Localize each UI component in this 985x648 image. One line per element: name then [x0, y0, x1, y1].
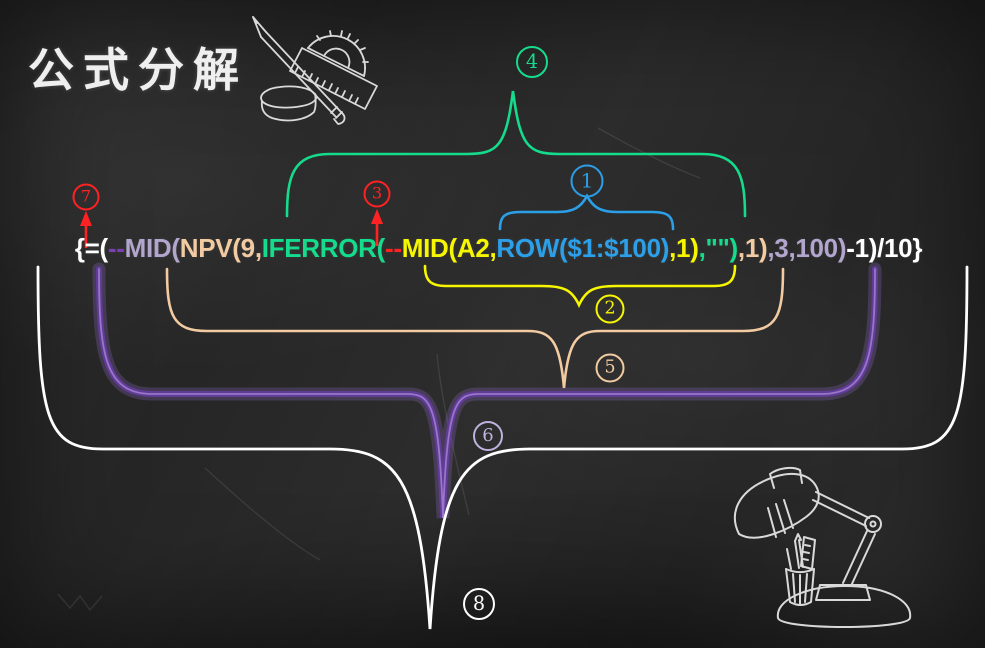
- formula-seg-inner-double-negation: --: [385, 233, 402, 263]
- formula-seg-iferror-close: ,""): [698, 233, 739, 263]
- page-title: 公式分解: [28, 43, 248, 97]
- lamp-cap-icon: [769, 466, 803, 489]
- formula-seg-outer-mid-close: ,3,100): [767, 233, 847, 263]
- stationery-doodle: [252, 16, 378, 125]
- callout-badge-7: 7: [72, 183, 100, 211]
- formula-seg-outer-mid-open: MID(: [124, 233, 180, 263]
- eraser-icon: [260, 85, 318, 122]
- brace-1-row: [498, 193, 675, 231]
- brace-4-iferror: [285, 90, 747, 218]
- arrow-7-icon: [80, 211, 92, 248]
- formula-seg-inner-mid-open: MID(A2,: [401, 233, 497, 263]
- desk-lamp-doodle: [733, 466, 912, 628]
- pen-cup-icon: [785, 533, 816, 606]
- ruler-icon: [289, 47, 378, 110]
- brace-8-whole-formula: [36, 265, 969, 630]
- formula-line: {=(--MID(NPV(9,IFERROR(--MID(A2,ROW($1:$…: [0, 233, 985, 264]
- brace-2-inner-mid: [423, 264, 737, 309]
- protractor-icon: [307, 30, 369, 77]
- callout-badge-3: 3: [363, 180, 391, 208]
- formula-seg-row-function: ROW($1:$100): [496, 233, 670, 263]
- lamp-base-icon: [776, 585, 912, 628]
- callout-badge-4: 4: [516, 46, 548, 78]
- formula-seg-array-open: {=(: [74, 233, 108, 263]
- formula-seg-inner-mid-close: ,1): [669, 233, 699, 263]
- formula-seg-array-close: -1)/10}: [846, 233, 923, 263]
- callout-badge-1: 1: [570, 164, 604, 198]
- formula-seg-outer-double-negation: --: [107, 233, 125, 263]
- formula-seg-npv-close: ,1): [737, 233, 768, 263]
- formula-seg-npv-open: NPV(9,: [179, 233, 262, 263]
- arrow-3-icon: [371, 209, 383, 246]
- lamp-shade-icon: [733, 473, 820, 539]
- callout-badge-8: 8: [463, 588, 495, 620]
- brace-6-outer-mid-core: [98, 268, 876, 519]
- formula-seg-iferror-open: IFERROR(: [261, 233, 386, 263]
- callout-badge-2: 2: [595, 294, 625, 324]
- callout-badge-5: 5: [595, 353, 625, 383]
- callout-badge-6: 6: [473, 421, 503, 451]
